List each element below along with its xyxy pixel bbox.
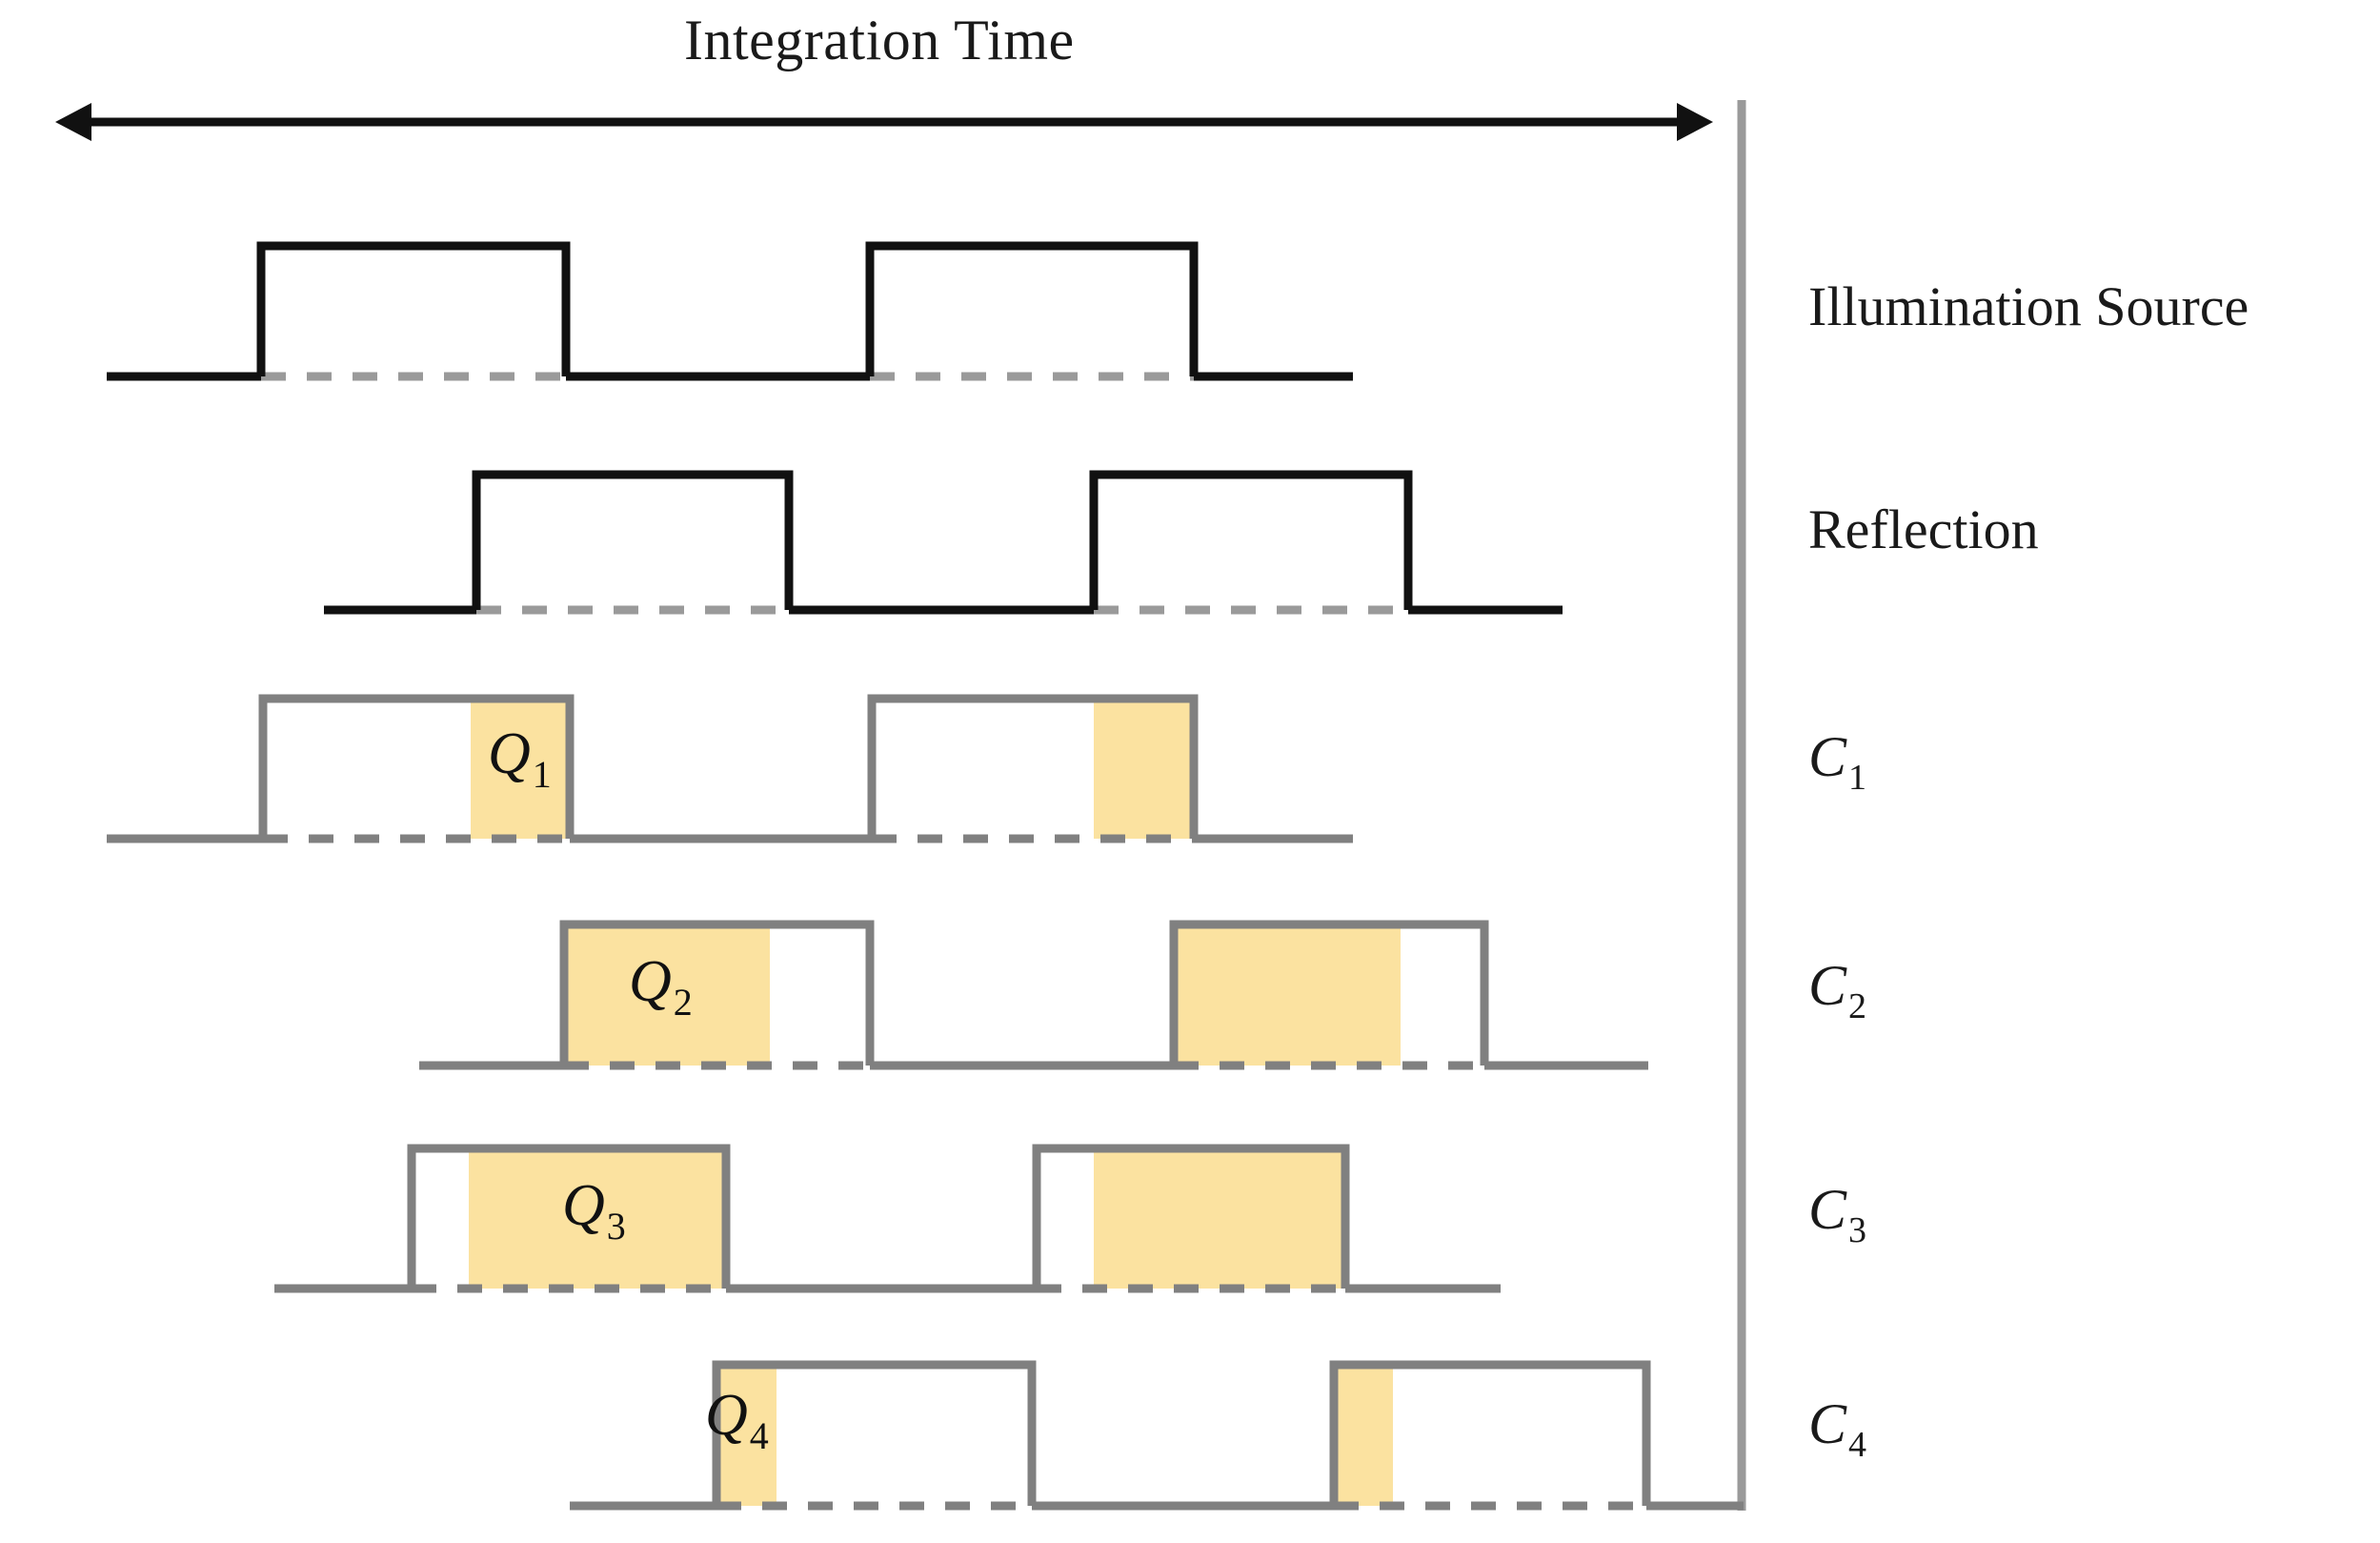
- charge-label-q1-letter: Q: [488, 721, 531, 786]
- row-label-c4-subscript: 4: [1848, 1425, 1867, 1465]
- row-label-c1-letter: C: [1808, 725, 1847, 788]
- charge-label-q3-subscript: 3: [606, 1205, 626, 1248]
- row-label-c3: C3: [1808, 1177, 1866, 1250]
- charge-label-q4-letter: Q: [705, 1383, 748, 1448]
- charge-label-q3-letter: Q: [562, 1173, 605, 1238]
- charge-label-q3: Q3: [562, 1172, 626, 1248]
- charge-label-q2-letter: Q: [629, 949, 672, 1014]
- integration-time-title: Integration Time: [684, 9, 1075, 71]
- waveform-illumination-source: [107, 241, 1353, 381]
- highlight-q4-a: [716, 1365, 777, 1506]
- charge-label-q1-subscript: 1: [532, 753, 552, 796]
- row-label-c2-subscript: 2: [1848, 986, 1867, 1026]
- highlight-q1-a: [471, 699, 570, 839]
- row-label-c1-subscript: 1: [1848, 758, 1867, 798]
- row-label-c1: C1: [1808, 724, 1866, 798]
- row-label-c2-letter: C: [1808, 954, 1847, 1017]
- highlight-q3-a: [469, 1148, 726, 1289]
- charge-label-q4-subscript: 4: [749, 1414, 769, 1457]
- row-label-reflection: Reflection: [1808, 498, 2039, 560]
- row-label-illumination-source: Illumination Source: [1808, 275, 2249, 337]
- highlight-q1-b: [1094, 699, 1194, 839]
- row-label-c4-letter: C: [1808, 1392, 1847, 1455]
- row-label-c3-letter: C: [1808, 1178, 1847, 1241]
- charge-label-q4: Q4: [705, 1382, 769, 1457]
- charge-label-q1: Q1: [488, 721, 552, 796]
- waveform-c2: [419, 920, 1648, 1070]
- highlight-q4-b: [1334, 1365, 1393, 1506]
- highlight-q3-b: [1094, 1148, 1345, 1289]
- row-label-c2: C2: [1808, 953, 1866, 1026]
- row-label-c3-subscript: 3: [1848, 1210, 1867, 1250]
- integration-time-arrow: [55, 103, 1713, 141]
- waveform-c3: [274, 1144, 1501, 1293]
- waveform-c1: [107, 694, 1353, 843]
- charge-label-q2-subscript: 2: [673, 981, 693, 1024]
- highlight-q2-a: [564, 924, 770, 1066]
- row-label-c4: C4: [1808, 1391, 1866, 1465]
- waveform-reflection: [324, 470, 1563, 615]
- charge-label-q2: Q2: [629, 948, 693, 1024]
- highlight-q2-b: [1174, 924, 1401, 1066]
- waveform-c4: [570, 1360, 1744, 1511]
